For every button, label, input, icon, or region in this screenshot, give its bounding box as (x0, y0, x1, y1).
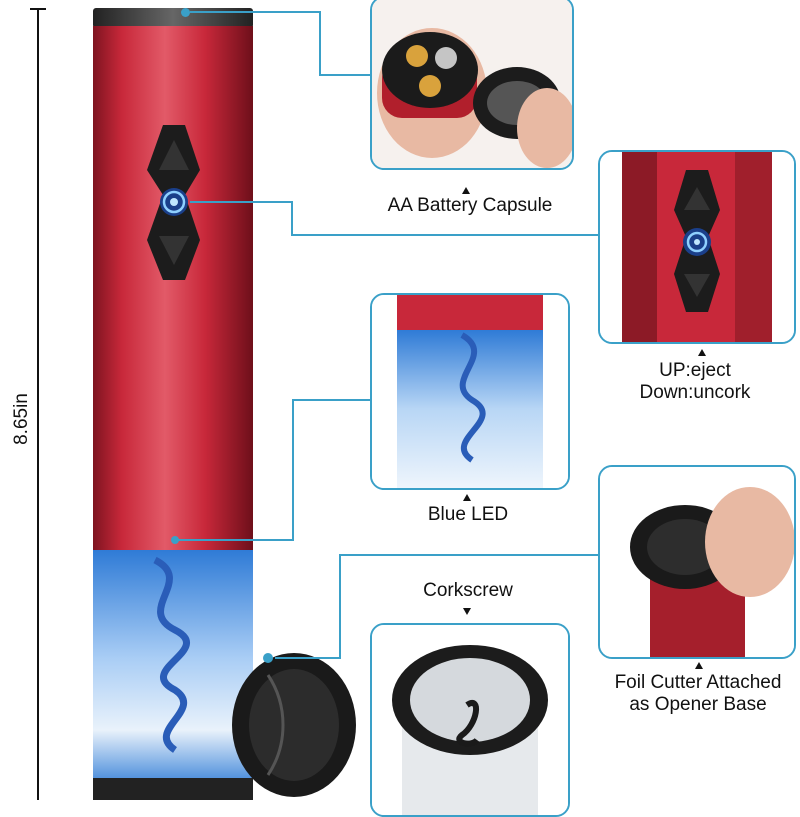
foil-cutter-photo (598, 465, 796, 659)
button-label-up: UP:eject (659, 360, 731, 381)
blue-led-label: Blue LED (427, 504, 509, 525)
button-closeup-photo (598, 150, 796, 344)
led-caret (463, 494, 471, 501)
blue-led-photo (370, 293, 570, 490)
battery-capsule-label: AA Battery Capsule (387, 195, 553, 216)
corkscrew-caret (463, 608, 471, 615)
foil-label-line2: as Opener Base (629, 694, 767, 715)
callout-lines (171, 11, 600, 663)
corkscrew-label: Corkscrew (423, 580, 513, 601)
foil-label-line1: Foil Cutter Attached (614, 672, 782, 693)
corkscrew-photo (370, 623, 570, 817)
height-dimension-tick-top (30, 8, 46, 10)
height-dimension-line (37, 8, 39, 800)
foil-cutter-illustration (232, 653, 356, 797)
battery-caret (462, 187, 470, 194)
wine-opener-illustration (93, 8, 253, 800)
button-caret (698, 349, 706, 356)
button-label-down: Down:uncork (639, 382, 751, 403)
foil-caret (695, 662, 703, 669)
battery-capsule-photo (370, 0, 574, 170)
callout-dot-battery (181, 8, 190, 17)
